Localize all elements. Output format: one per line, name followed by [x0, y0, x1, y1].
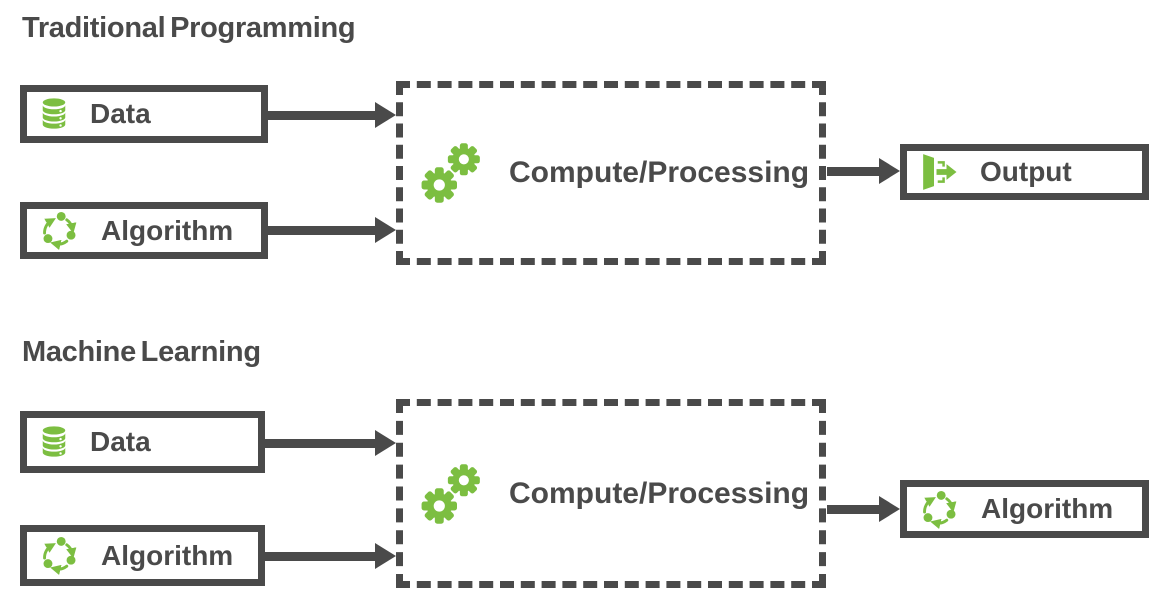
flow-arrow — [265, 430, 396, 456]
flow-arrow — [827, 158, 900, 184]
cycle-icon — [919, 489, 960, 530]
compute-processing-box: Compute/Processing — [396, 399, 826, 588]
flow-arrow — [268, 217, 396, 243]
output-algorithm-box-label: Algorithm — [981, 493, 1114, 524]
compute-processing-label: Compute/Processing — [509, 476, 810, 510]
arrow-shaft — [265, 438, 375, 448]
database-icon — [39, 422, 69, 462]
arrow-head — [375, 543, 396, 569]
compute-processing-box: Compute/Processing — [396, 81, 826, 265]
arrow-head — [879, 496, 900, 522]
flow-arrow — [827, 496, 900, 522]
output-box: Output — [900, 144, 1149, 200]
arrow-head — [879, 158, 900, 184]
cycle-icon — [39, 210, 80, 251]
output-algorithm-box: Algorithm — [900, 480, 1149, 538]
gears-icon — [420, 462, 486, 526]
database-icon — [39, 94, 69, 134]
algorithm-box: Algorithm — [20, 525, 265, 586]
arrow-head — [375, 217, 396, 243]
flow-arrow — [265, 543, 396, 569]
arrow-shaft — [265, 551, 375, 561]
data-box-label: Data — [90, 98, 151, 129]
arrow-head — [375, 102, 396, 128]
section-title-traditional-programming: Traditional Programming — [22, 12, 356, 44]
data-box-label: Data — [90, 426, 151, 457]
arrow-shaft — [827, 504, 879, 514]
section-title-machine-learning: Machine Learning — [22, 336, 261, 368]
arrow-head — [375, 430, 396, 456]
algorithm-box-label: Algorithm — [101, 214, 234, 246]
arrow-shaft — [827, 166, 879, 176]
compute-processing-label: Compute/Processing — [509, 156, 810, 189]
flow-arrow — [268, 102, 396, 128]
gears-icon — [420, 141, 486, 205]
algorithm-box-label: Algorithm — [101, 539, 234, 571]
output-box-label: Output — [980, 156, 1072, 187]
cycle-icon — [39, 535, 80, 576]
algorithm-box: Algorithm — [20, 202, 268, 259]
data-box: Data — [20, 85, 268, 143]
data-box: Data — [20, 411, 265, 473]
arrow-shaft — [268, 225, 375, 235]
arrow-shaft — [268, 110, 375, 120]
export-icon — [919, 152, 959, 192]
